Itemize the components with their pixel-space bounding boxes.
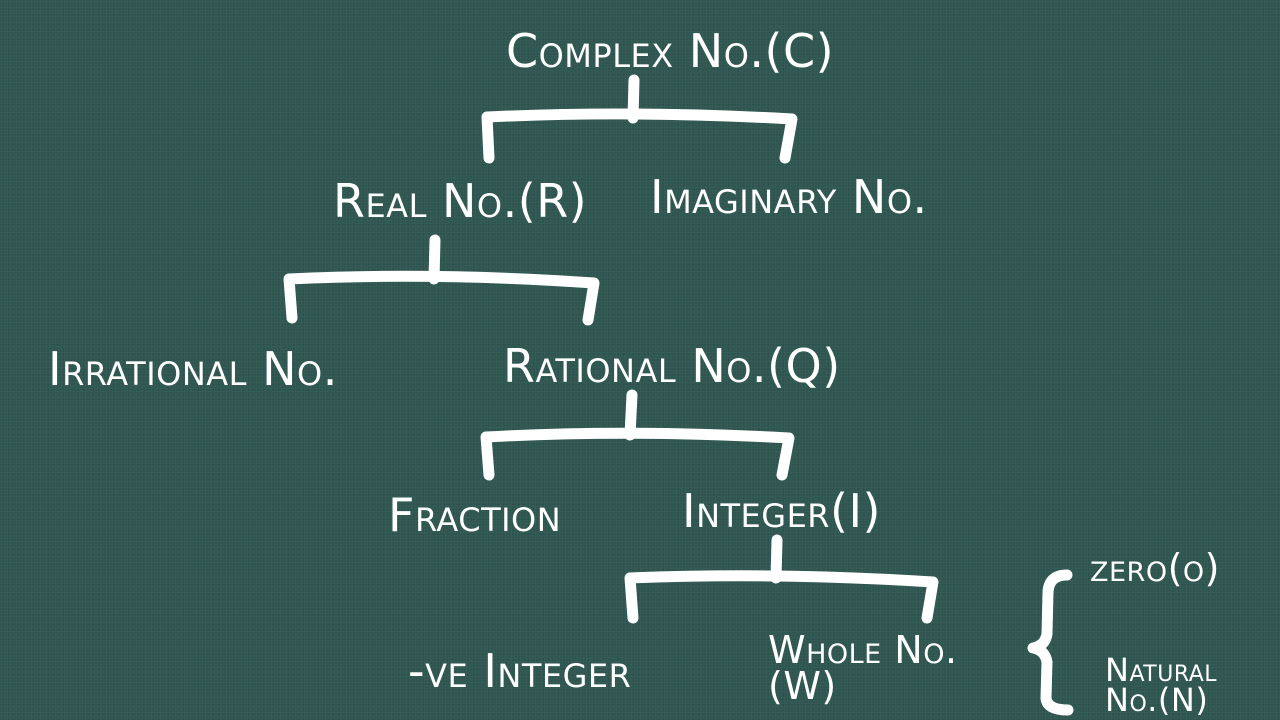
- node-rational-number: Rational No.(Q): [503, 339, 841, 393]
- node-imaginary-number: Imaginary No.: [650, 170, 928, 224]
- bracket-integer: [624, 570, 939, 624]
- node-whole-number: Whole No.(W): [768, 628, 958, 709]
- node-zero: zero(o): [1090, 546, 1220, 590]
- bracket-real: [283, 270, 600, 326]
- bracket-rational: [480, 427, 795, 481]
- node-negative-integer: -ve Integer: [408, 644, 632, 698]
- node-fraction: Fraction: [388, 488, 562, 542]
- node-irrational-number: Irrational No.: [48, 342, 338, 396]
- bracket-complex: [481, 108, 798, 164]
- brace-whole: [1027, 569, 1074, 716]
- node-real-number: Real No.(R): [333, 174, 588, 228]
- node-natural-number: Natural No.(N): [1105, 651, 1218, 720]
- node-complex-number: Complex No.(C): [506, 24, 835, 78]
- node-integer: Integer(I): [682, 484, 881, 538]
